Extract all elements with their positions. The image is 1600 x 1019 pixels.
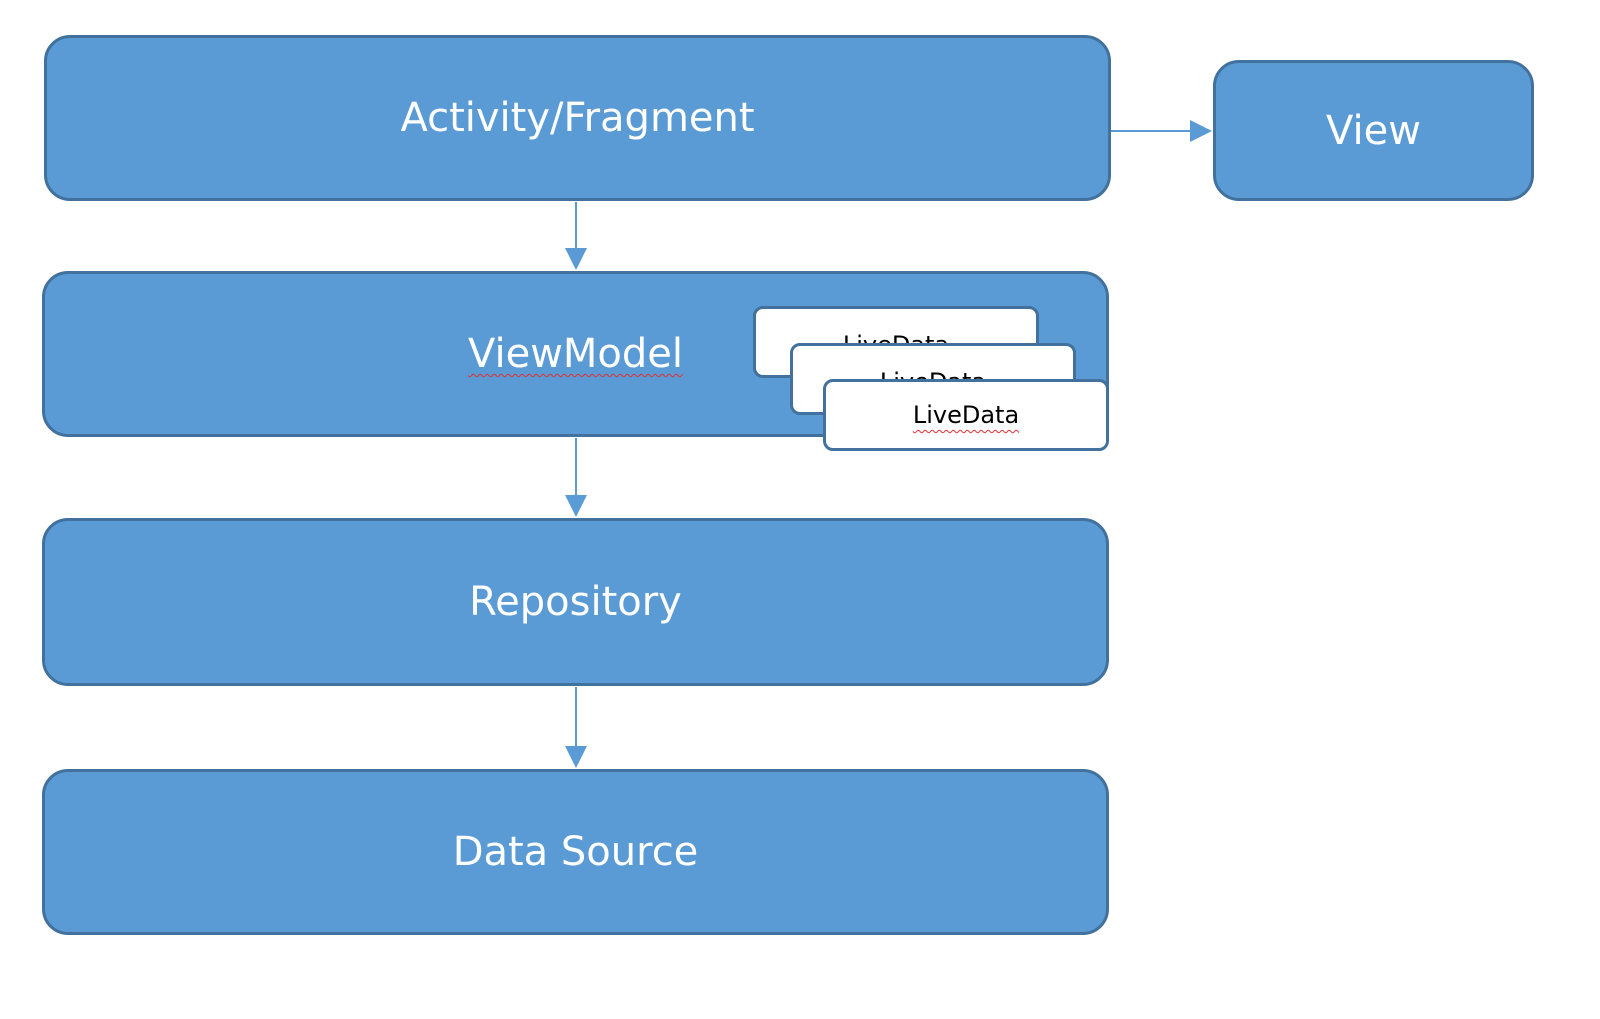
data-source-label: Data Source — [452, 829, 699, 875]
edge-activity-to-viewmodel — [565, 202, 587, 270]
activity-fragment-label: Activity/Fragment — [400, 95, 755, 141]
viewmodel-box: ViewModel — [42, 271, 1109, 437]
repository-box: Repository — [42, 518, 1109, 686]
repository-label: Repository — [469, 579, 682, 625]
activity-fragment-box: Activity/Fragment — [44, 35, 1111, 201]
data-source-box: Data Source — [42, 769, 1109, 935]
view-box: View — [1213, 60, 1534, 201]
edge-repository-to-datasource — [565, 687, 587, 768]
livedata-card-front: LiveData — [823, 379, 1109, 451]
edge-viewmodel-to-repository — [565, 438, 587, 517]
livedata-label-front: LiveData — [912, 401, 1020, 429]
edge-activity-to-view — [1111, 120, 1212, 142]
view-label: View — [1326, 107, 1421, 154]
viewmodel-label: ViewModel — [467, 331, 684, 377]
